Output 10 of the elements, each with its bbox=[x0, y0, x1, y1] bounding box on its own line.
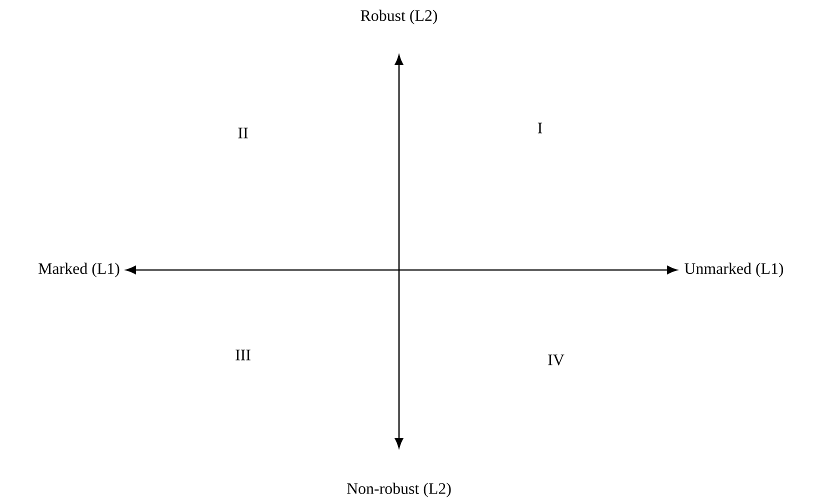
axis-label: Non-robust (L2) bbox=[347, 482, 451, 498]
quadrant-label: II bbox=[238, 128, 248, 138]
axis-label: Unmarked (L1) bbox=[684, 262, 784, 278]
arrow bbox=[126, 266, 678, 274]
axis-label: Marked (L1) bbox=[38, 262, 120, 278]
axis-label: Robust (L2) bbox=[360, 10, 438, 24]
quadrant-label: III bbox=[236, 350, 250, 360]
arrow bbox=[394, 55, 404, 448]
quadrant-label: IV bbox=[548, 354, 564, 366]
quadrant-label: I bbox=[538, 122, 542, 134]
